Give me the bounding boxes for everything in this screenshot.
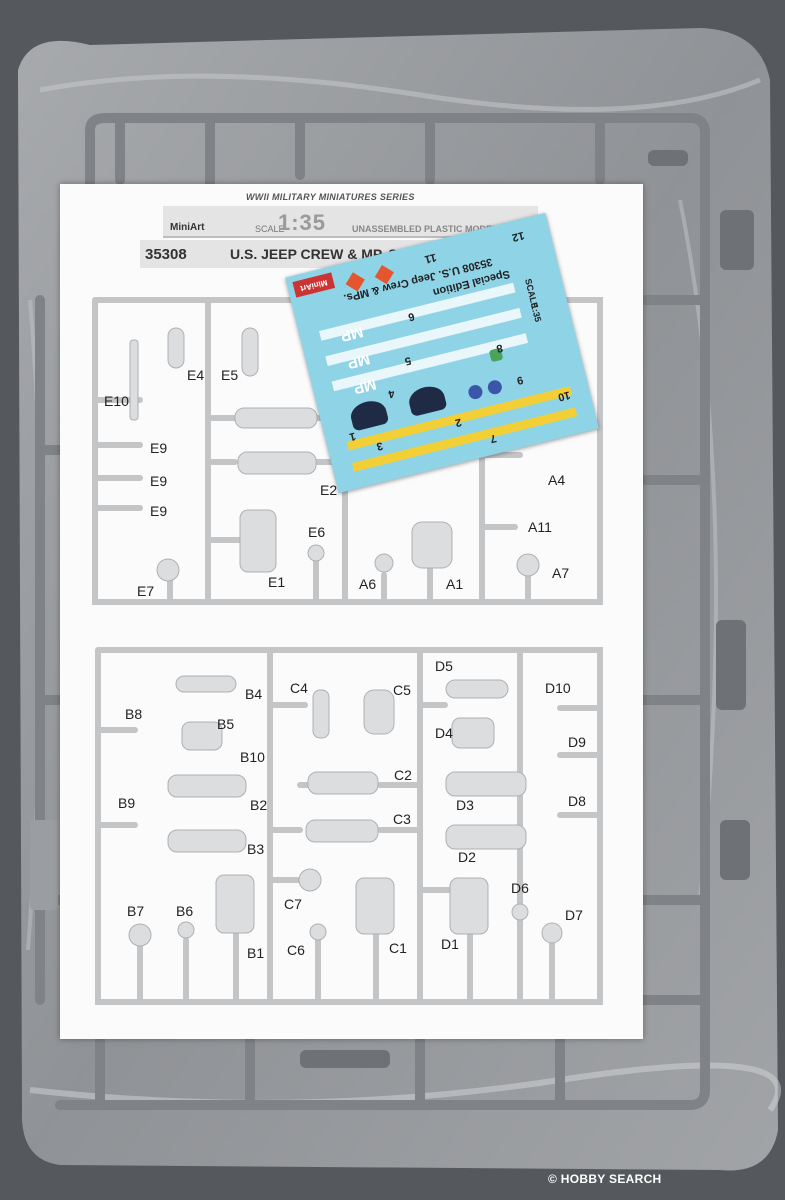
part-label: B8 bbox=[125, 706, 143, 722]
part-label: E6 bbox=[308, 524, 326, 540]
decal-brand: MiniArt bbox=[292, 272, 336, 298]
decal-number: 4 bbox=[386, 386, 396, 401]
part-label: A4 bbox=[548, 472, 566, 488]
part-label: D2 bbox=[458, 849, 476, 865]
scale-value: 1:35 bbox=[278, 210, 327, 235]
part-label: B7 bbox=[127, 903, 145, 919]
part-label: B1 bbox=[247, 945, 265, 961]
part-label: A11 bbox=[528, 519, 552, 535]
part-label: B9 bbox=[118, 795, 136, 811]
part-label: D9 bbox=[568, 734, 586, 750]
sergeant-chevron-insignia bbox=[406, 383, 448, 418]
part-label: A1 bbox=[446, 576, 464, 592]
part-label: E7 bbox=[137, 583, 155, 599]
part-label: E5 bbox=[221, 367, 239, 383]
part-label: C5 bbox=[393, 682, 411, 698]
decal-number: 12 bbox=[510, 228, 526, 244]
part-label: C7 bbox=[284, 896, 302, 912]
round-insignia bbox=[466, 383, 484, 401]
round-insignia bbox=[486, 378, 504, 396]
figure-parts bbox=[128, 327, 563, 947]
mp-decal: MP bbox=[352, 375, 378, 398]
decal-number: 10 bbox=[556, 388, 572, 404]
part-label: E10 bbox=[104, 393, 129, 409]
part-label: E1 bbox=[268, 574, 286, 590]
part-label: B2 bbox=[250, 797, 268, 813]
part-label: B3 bbox=[247, 841, 265, 857]
decal-number: 11 bbox=[423, 250, 438, 266]
part-label: D4 bbox=[435, 725, 453, 741]
part-label: C3 bbox=[393, 811, 411, 827]
part-label: A7 bbox=[552, 565, 570, 581]
part-label: B4 bbox=[245, 686, 263, 702]
part-label: D6 bbox=[511, 880, 529, 896]
part-label: D5 bbox=[435, 658, 453, 674]
scale-label: SCALE bbox=[255, 224, 285, 234]
part-label: B10 bbox=[240, 749, 265, 765]
watermark: © HOBBY SEARCH bbox=[548, 1172, 662, 1186]
part-label: E4 bbox=[187, 367, 205, 383]
part-label: B5 bbox=[217, 716, 235, 732]
part-label: C1 bbox=[389, 940, 407, 956]
gray-sprue-frame bbox=[35, 113, 710, 1110]
part-label: D10 bbox=[545, 680, 571, 696]
part-label: D3 bbox=[456, 797, 474, 813]
part-label: E9 bbox=[150, 473, 168, 489]
brand-logo: MiniArt bbox=[170, 222, 205, 233]
decal-number: 9 bbox=[515, 373, 525, 387]
part-label: C2 bbox=[394, 767, 412, 783]
part-label: C6 bbox=[287, 942, 305, 958]
series-label: WWII MILITARY MINIATURES SERIES bbox=[246, 192, 415, 202]
decal-scale-value: 1:35 bbox=[529, 303, 544, 323]
part-label: D1 bbox=[441, 936, 459, 952]
part-label: B6 bbox=[176, 903, 194, 919]
part-label: E9 bbox=[150, 440, 168, 456]
part-label: E9 bbox=[150, 503, 168, 519]
gray-sprue-parts bbox=[30, 150, 754, 1068]
part-label: A6 bbox=[359, 576, 377, 592]
part-label: C4 bbox=[290, 680, 308, 696]
part-label: E2 bbox=[320, 482, 338, 498]
sergeant-chevron-insignia bbox=[348, 397, 390, 432]
part-label: D7 bbox=[565, 907, 583, 923]
mp-decal: MP bbox=[345, 349, 372, 372]
kit-number: 35308 bbox=[145, 246, 187, 263]
mp-decal: MP bbox=[338, 322, 365, 345]
part-label: D8 bbox=[568, 793, 586, 809]
kit-type-label: UNASSEMBLED PLASTIC MODEL KIT bbox=[352, 224, 515, 234]
